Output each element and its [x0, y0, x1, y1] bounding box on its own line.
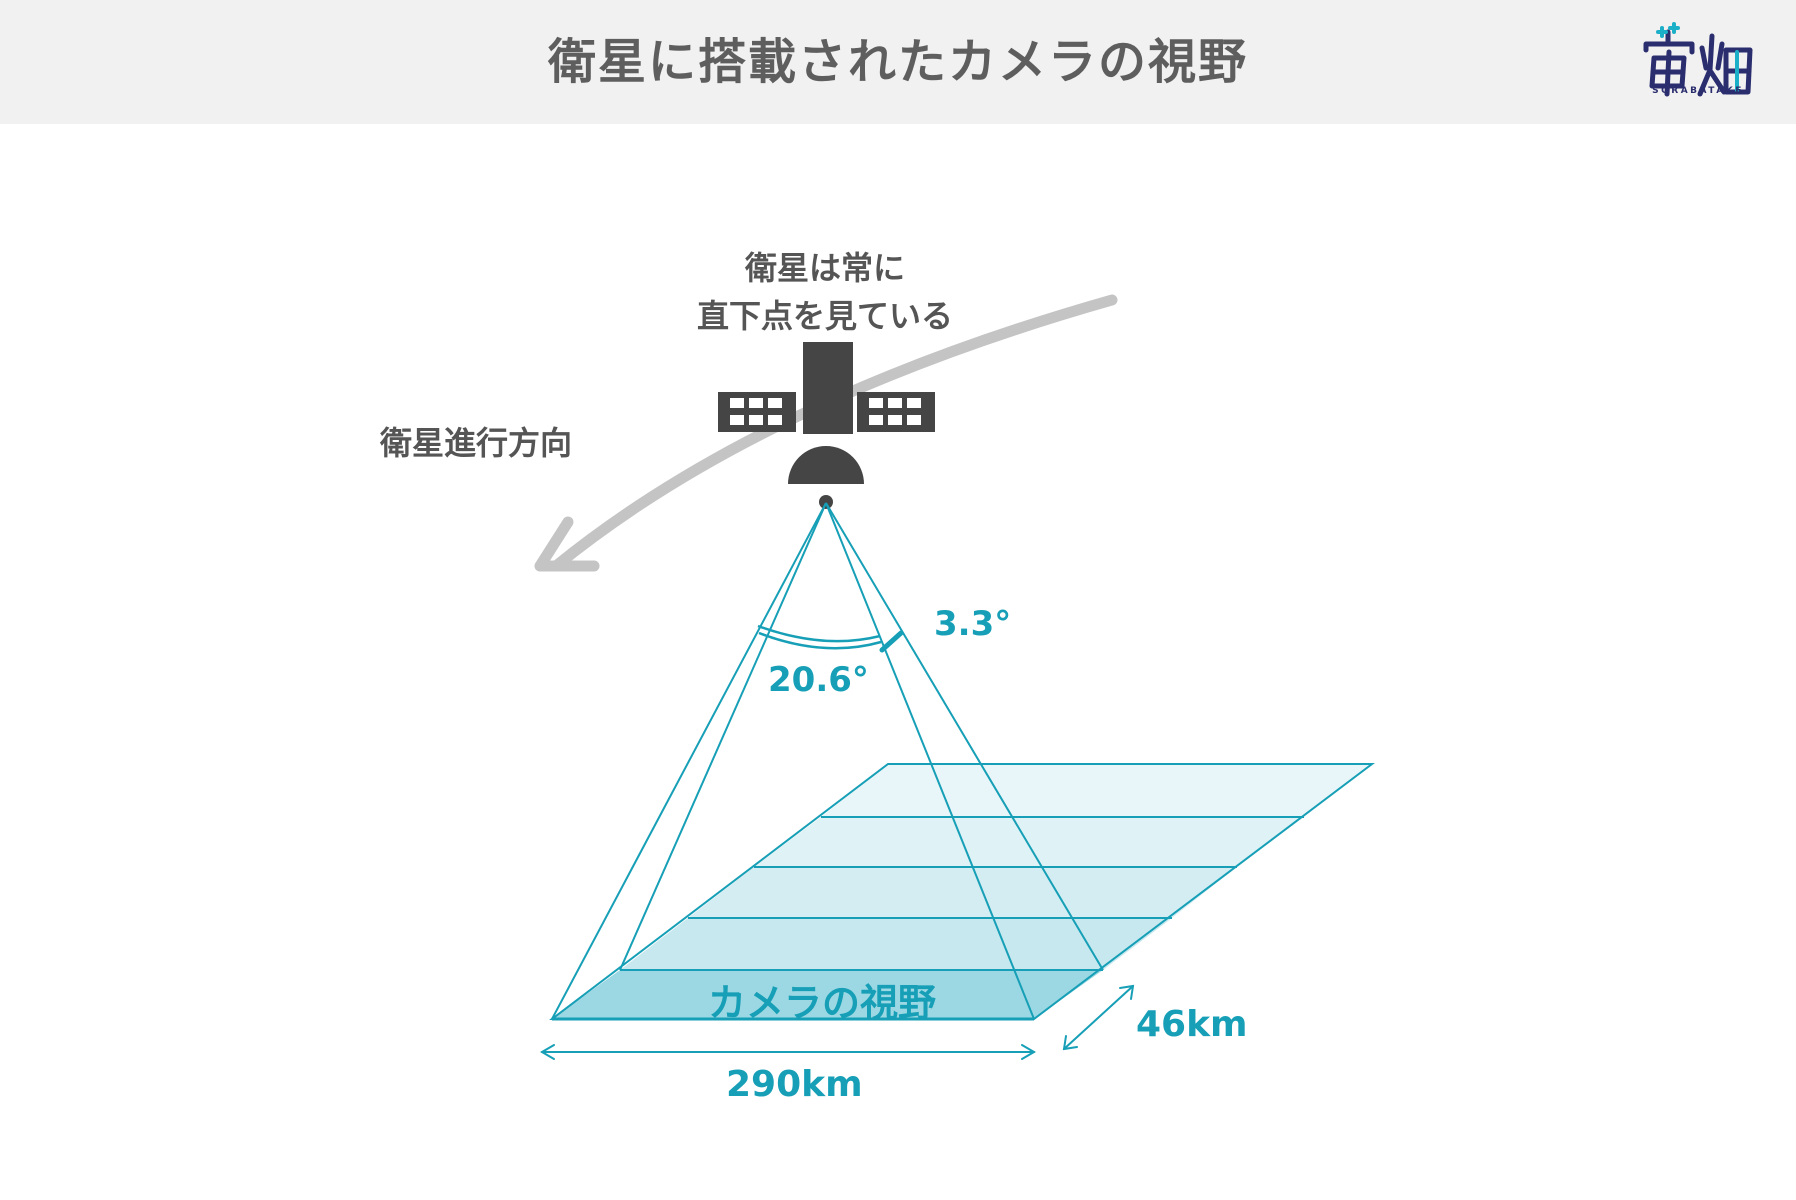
swath-length-label: 46km	[1136, 1004, 1248, 1045]
orbit-direction-arrow	[534, 294, 1118, 572]
angle-along-track-label: 3.3°	[934, 604, 1012, 644]
dimension-arrow	[540, 984, 1135, 1060]
swath-width-label: 290km	[726, 1064, 863, 1105]
angle-tick	[879, 630, 904, 653]
ground-grid	[549, 763, 1375, 1021]
satellite-note: 衛星は常に 直下点を見ている	[620, 244, 1030, 340]
solar-panel-right	[857, 392, 935, 432]
satellite-note-line: 直下点を見ている	[696, 297, 953, 335]
view-cone	[551, 502, 1104, 1020]
page-title: 衛星に搭載されたカメラの視野	[547, 34, 1248, 90]
satellite-note-line: 衛星は常に	[744, 249, 905, 287]
camera-lens	[819, 495, 833, 509]
camera-fov-footprint	[552, 970, 1103, 1019]
angle-arc	[757, 624, 882, 650]
logo-wordmark: SORABATAKE	[1652, 86, 1744, 96]
fov-label: カメラの視野	[708, 981, 937, 1025]
logo-icon	[1643, 22, 1753, 97]
grid-band	[620, 918, 1172, 970]
direction-label: 衛星進行方向	[380, 424, 573, 462]
satellite-body	[803, 342, 853, 434]
satellite-icon	[718, 342, 935, 509]
camera-dome	[788, 446, 864, 484]
grid-band	[754, 817, 1304, 867]
header-bar	[0, 0, 1796, 124]
angle-cross-track-label: 20.6°	[768, 660, 869, 700]
grid-band	[688, 867, 1237, 918]
solar-panel-left	[718, 392, 796, 432]
grid-band	[821, 764, 1372, 817]
